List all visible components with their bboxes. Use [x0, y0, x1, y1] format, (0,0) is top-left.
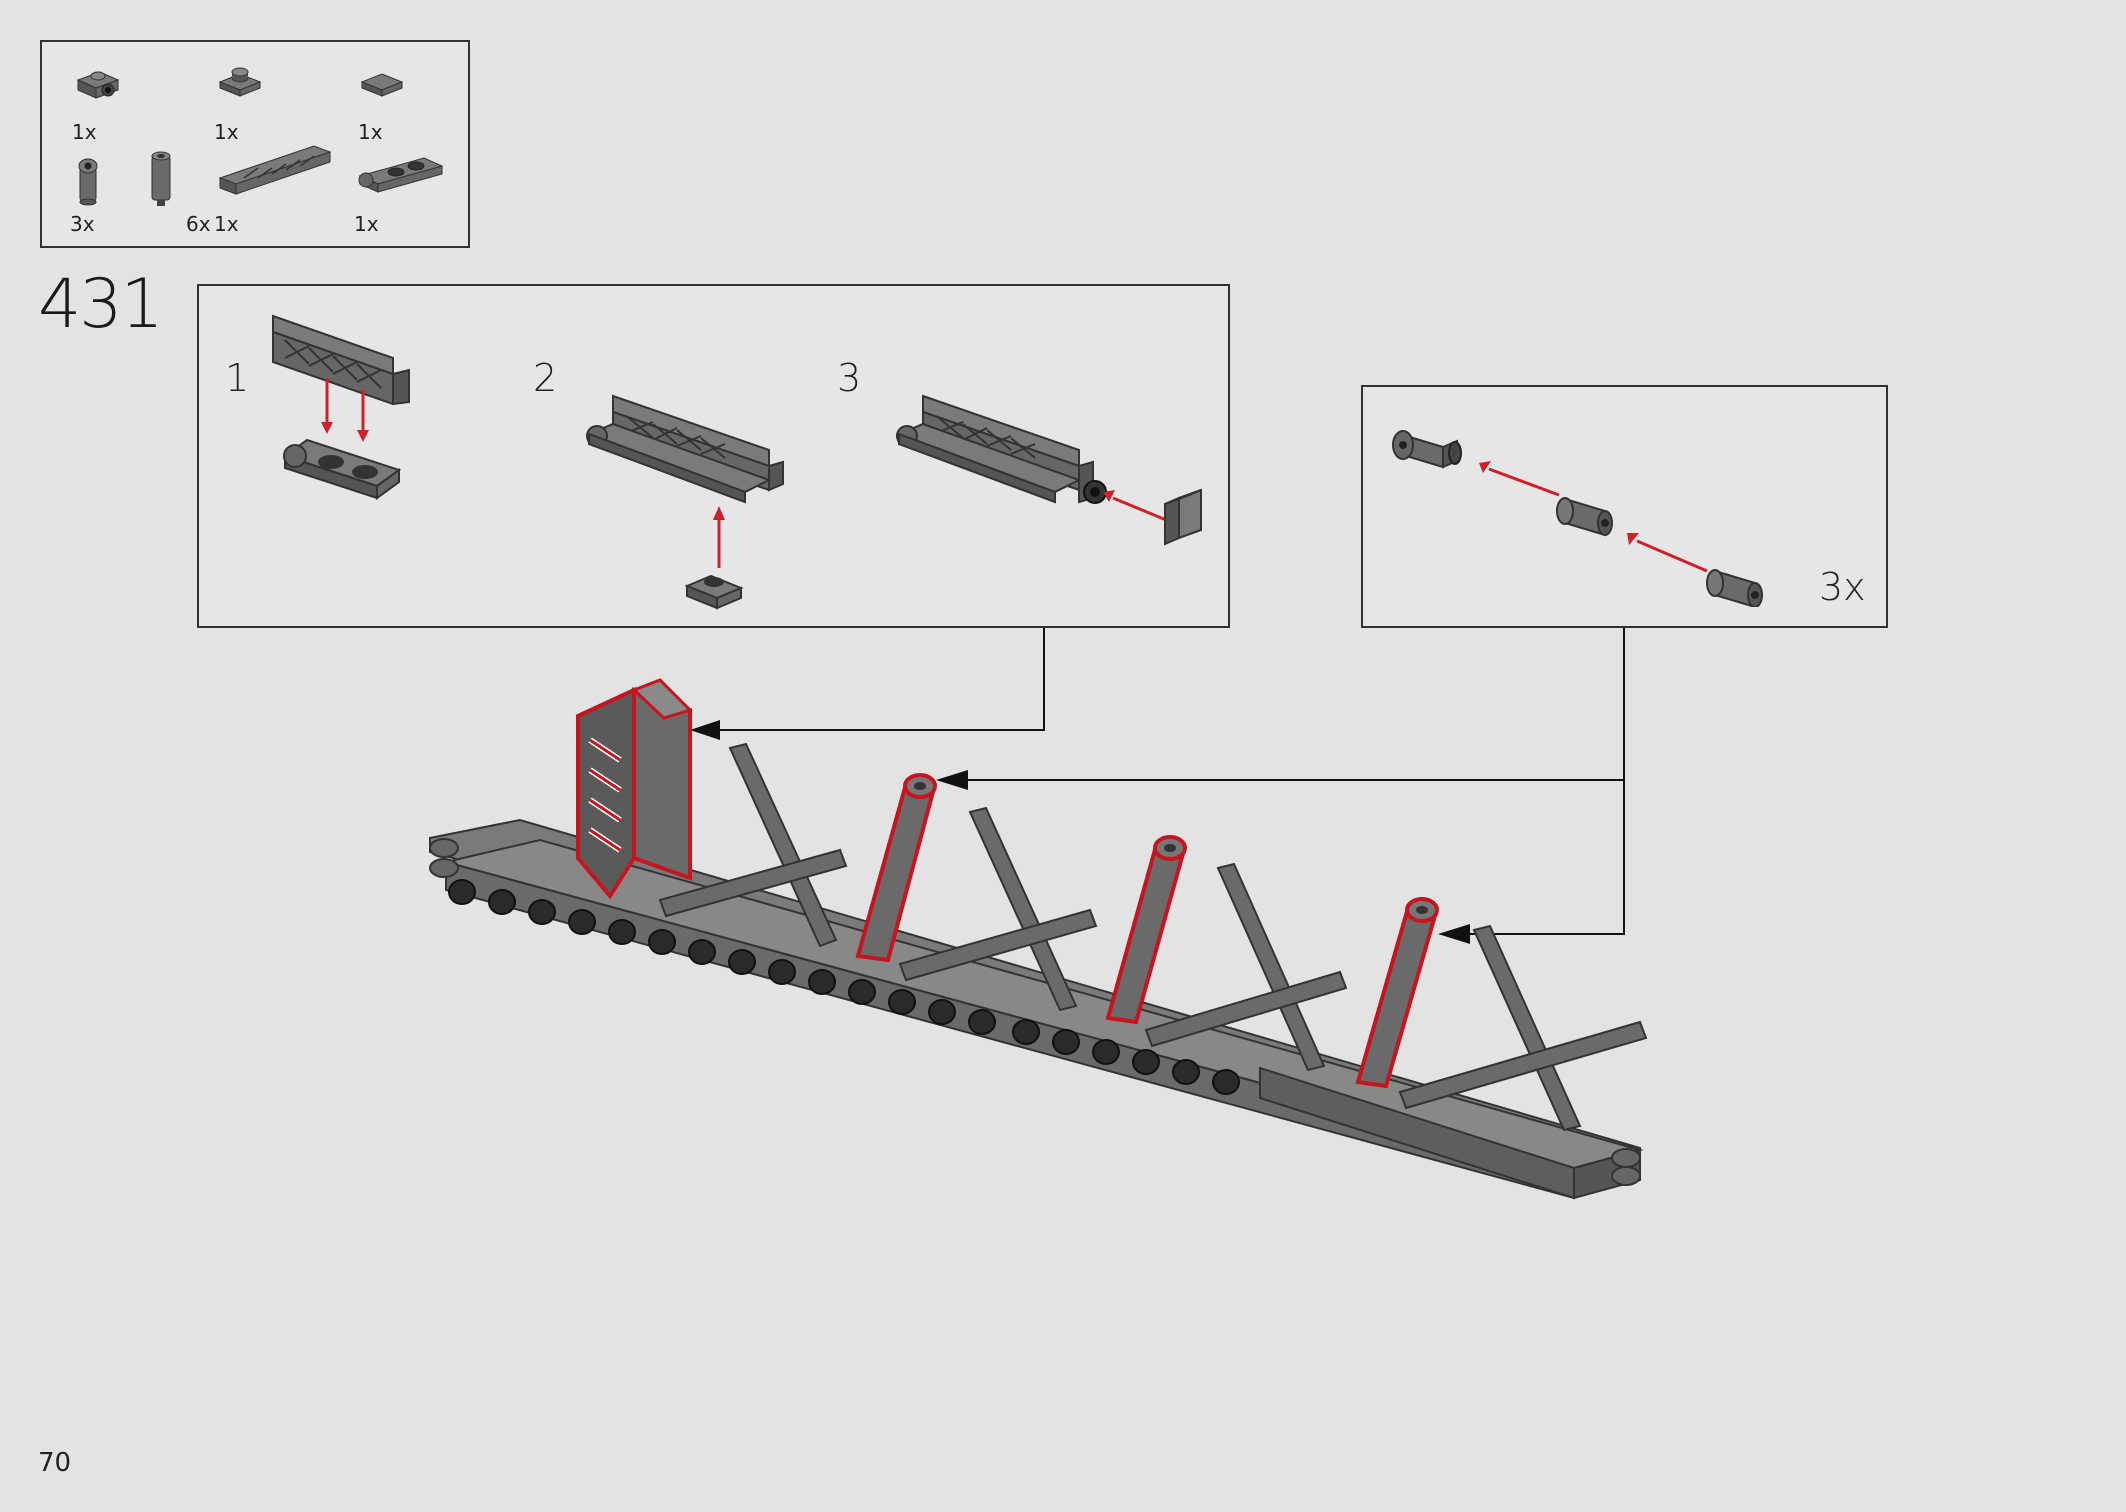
plate-1x1-stud-icon: [684, 574, 744, 610]
callout-subassembly: 1 2 3: [197, 284, 1230, 628]
plate-1x2-clip-icon: [358, 157, 444, 193]
tile-1x1-icon: [360, 73, 404, 97]
fence-assembly-icon: [896, 394, 1107, 504]
technic-axle-pin-icon: [151, 151, 171, 206]
substep-3-illustration: [896, 394, 1202, 546]
plate-1x2-clip-icon: [282, 438, 402, 500]
lattice-fence-1x4-icon: [218, 145, 332, 195]
tile-1x1-icon: [1164, 488, 1202, 546]
technic-axle-pin-icon: [1355, 897, 1439, 1089]
technic-axle-pin-icon: [855, 773, 937, 963]
substep-1-illustration: [272, 314, 410, 500]
part-axle-pin: 6x: [142, 146, 242, 236]
part-plate-1x2-clip: 1x: [352, 152, 462, 242]
parts-list: 1x 1x 1x 3x: [40, 40, 470, 248]
lattice-fence-icon: [272, 314, 410, 406]
beam-studs: [448, 879, 1240, 1095]
technic-connector-icon: [1392, 430, 1462, 469]
multiplier-label: 3x: [1819, 565, 1866, 609]
technic-axle-pin-icon: [1105, 835, 1187, 1025]
substep-number: 3: [837, 356, 862, 400]
part-connector: 3x: [70, 152, 170, 242]
substep-number: 1: [225, 356, 250, 400]
part-tile: 1x: [356, 60, 456, 150]
substep-number: 2: [533, 356, 558, 400]
step-number: 431: [38, 265, 164, 344]
part-qty: 6x: [186, 212, 211, 236]
substep-2-illustration: [586, 394, 784, 610]
callout-arrowheads: [690, 720, 1470, 944]
callout-connector-assembly: 3x: [1361, 385, 1888, 628]
part-qty: 1x: [72, 120, 97, 144]
fence-on-plate-icon: [586, 394, 784, 504]
part-qty: 1x: [354, 212, 379, 236]
technic-axle-pin-icon: [1556, 497, 1613, 537]
part-qty: 3x: [70, 212, 95, 236]
part-plate-clip: 1x: [70, 60, 170, 150]
callout-lines: [706, 628, 1625, 935]
page-number: 70: [38, 1448, 72, 1478]
part-fence: 1x: [214, 130, 344, 236]
technic-axle-pin-icon: [1706, 569, 1763, 607]
part-qty: 1x: [358, 120, 383, 144]
part-plate-stud: 1x: [214, 60, 314, 150]
base-beam: [429, 818, 1644, 1200]
fence-subassembly-highlighted: [576, 678, 693, 900]
diagonal-struts: [658, 742, 1648, 1132]
plate-1x1-clip-icon: [76, 71, 120, 99]
connector-assembly-illustration: [1392, 430, 1763, 607]
technic-connector-icon: [78, 158, 98, 206]
part-qty: 1x: [214, 120, 239, 144]
plate-1x1-stud-icon: [218, 67, 262, 97]
new-axle-pins-highlighted: [855, 773, 1439, 1089]
part-qty: 1x: [214, 212, 239, 236]
